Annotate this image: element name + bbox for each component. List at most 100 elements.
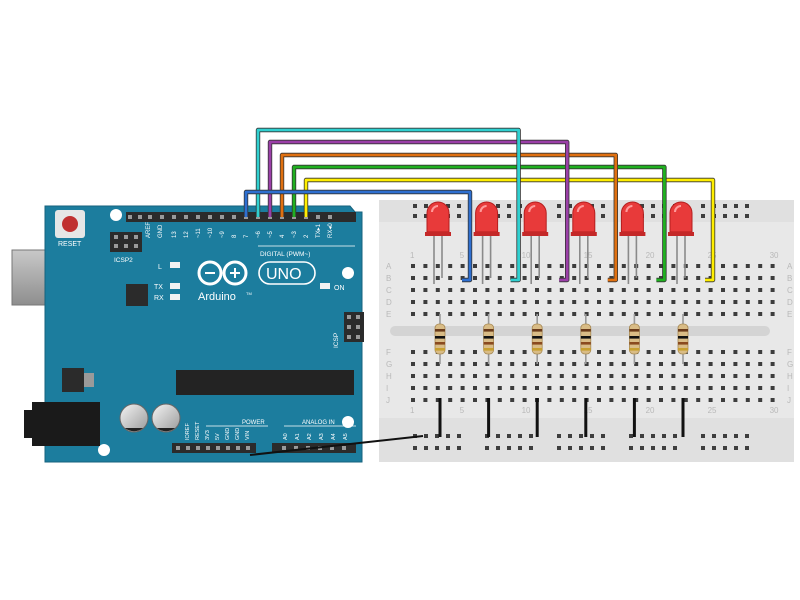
breadboard-hole[interactable] bbox=[572, 350, 577, 354]
breadboard-hole[interactable] bbox=[457, 446, 461, 450]
header-hole[interactable] bbox=[186, 446, 190, 450]
breadboard-hole[interactable] bbox=[507, 204, 511, 208]
breadboard-hole[interactable] bbox=[522, 398, 527, 402]
breadboard-hole[interactable] bbox=[723, 214, 727, 218]
header-hole[interactable] bbox=[246, 446, 250, 450]
breadboard-hole[interactable] bbox=[457, 204, 461, 208]
breadboard-hole[interactable] bbox=[460, 350, 465, 354]
breadboard-hole[interactable] bbox=[529, 434, 533, 438]
breadboard-hole[interactable] bbox=[411, 276, 415, 280]
breadboard-hole[interactable] bbox=[745, 264, 750, 268]
breadboard-hole[interactable] bbox=[597, 300, 601, 304]
breadboard-hole[interactable] bbox=[621, 386, 626, 390]
breadboard-hole[interactable] bbox=[770, 276, 775, 280]
breadboard-hole[interactable] bbox=[723, 434, 727, 438]
breadboard-hole[interactable] bbox=[634, 300, 639, 304]
breadboard-hole[interactable] bbox=[448, 398, 453, 402]
breadboard-hole[interactable] bbox=[696, 374, 701, 378]
breadboard-hole[interactable] bbox=[745, 214, 749, 218]
breadboard-hole[interactable] bbox=[671, 350, 676, 354]
breadboard-hole[interactable] bbox=[435, 374, 440, 378]
breadboard-hole[interactable] bbox=[497, 398, 502, 402]
breadboard-hole[interactable] bbox=[547, 362, 552, 366]
breadboard-hole[interactable] bbox=[609, 312, 614, 316]
header-hole[interactable] bbox=[160, 215, 164, 219]
breadboard-hole[interactable] bbox=[590, 434, 594, 438]
breadboard-hole[interactable] bbox=[473, 288, 477, 292]
breadboard-hole[interactable] bbox=[507, 446, 511, 450]
breadboard-hole[interactable] bbox=[745, 374, 750, 378]
breadboard-hole[interactable] bbox=[435, 362, 440, 366]
breadboard-hole[interactable] bbox=[423, 276, 428, 280]
breadboard-hole[interactable] bbox=[646, 276, 651, 280]
breadboard-hole[interactable] bbox=[535, 276, 539, 280]
breadboard-hole[interactable] bbox=[424, 434, 428, 438]
breadboard-hole[interactable] bbox=[446, 434, 450, 438]
breadboard-hole[interactable] bbox=[770, 264, 775, 268]
breadboard-hole[interactable] bbox=[435, 264, 440, 268]
header-hole[interactable] bbox=[316, 215, 320, 219]
breadboard-hole[interactable] bbox=[733, 312, 738, 316]
breadboard-hole[interactable] bbox=[572, 386, 577, 390]
breadboard-hole[interactable] bbox=[572, 362, 577, 366]
breadboard-hole[interactable] bbox=[435, 398, 440, 402]
breadboard-hole[interactable] bbox=[609, 300, 614, 304]
header-hole[interactable] bbox=[282, 446, 286, 450]
breadboard-hole[interactable] bbox=[683, 288, 688, 292]
breadboard-hole[interactable] bbox=[629, 446, 633, 450]
breadboard-hole[interactable] bbox=[671, 398, 676, 402]
breadboard-hole[interactable] bbox=[547, 264, 552, 268]
breadboard-hole[interactable] bbox=[733, 288, 738, 292]
breadboard-hole[interactable] bbox=[609, 350, 614, 354]
breadboard-hole[interactable] bbox=[547, 350, 552, 354]
breadboard-hole[interactable] bbox=[547, 398, 552, 402]
breadboard-hole[interactable] bbox=[734, 204, 738, 208]
breadboard-hole[interactable] bbox=[448, 362, 453, 366]
breadboard-hole[interactable] bbox=[411, 386, 415, 390]
breadboard-hole[interactable] bbox=[733, 362, 738, 366]
breadboard-hole[interactable] bbox=[510, 312, 515, 316]
breadboard-hole[interactable] bbox=[721, 350, 725, 354]
breadboard-hole[interactable] bbox=[559, 374, 564, 378]
header-hole[interactable] bbox=[172, 215, 176, 219]
breadboard-hole[interactable] bbox=[701, 204, 705, 208]
breadboard-hole[interactable] bbox=[435, 434, 439, 438]
breadboard-hole[interactable] bbox=[423, 288, 428, 292]
breadboard-hole[interactable] bbox=[659, 264, 663, 268]
breadboard-hole[interactable] bbox=[651, 446, 655, 450]
header-hole[interactable] bbox=[196, 446, 200, 450]
breadboard-hole[interactable] bbox=[411, 300, 415, 304]
breadboard-hole[interactable] bbox=[559, 398, 564, 402]
breadboard-hole[interactable] bbox=[568, 434, 572, 438]
breadboard-hole[interactable] bbox=[671, 374, 676, 378]
breadboard-hole[interactable] bbox=[621, 350, 626, 354]
breadboard-hole[interactable] bbox=[770, 312, 775, 316]
breadboard-hole[interactable] bbox=[721, 362, 725, 366]
breadboard-hole[interactable] bbox=[597, 374, 601, 378]
breadboard-hole[interactable] bbox=[659, 386, 663, 390]
breadboard-hole[interactable] bbox=[448, 288, 453, 292]
breadboard-hole[interactable] bbox=[522, 362, 527, 366]
breadboard-hole[interactable] bbox=[721, 398, 725, 402]
breadboard-hole[interactable] bbox=[460, 264, 465, 268]
header-hole[interactable] bbox=[148, 215, 152, 219]
breadboard-hole[interactable] bbox=[621, 312, 626, 316]
breadboard-hole[interactable] bbox=[733, 374, 738, 378]
breadboard-hole[interactable] bbox=[758, 386, 763, 390]
breadboard-hole[interactable] bbox=[446, 204, 450, 208]
breadboard-hole[interactable] bbox=[640, 204, 644, 208]
breadboard-hole[interactable] bbox=[721, 312, 725, 316]
breadboard-hole[interactable] bbox=[529, 446, 533, 450]
breadboard-hole[interactable] bbox=[651, 434, 655, 438]
breadboard-hole[interactable] bbox=[572, 300, 577, 304]
header-hole[interactable] bbox=[330, 446, 334, 450]
breadboard-hole[interactable] bbox=[568, 204, 572, 208]
breadboard-hole[interactable] bbox=[446, 446, 450, 450]
breadboard-hole[interactable] bbox=[584, 264, 589, 268]
breadboard-hole[interactable] bbox=[745, 288, 750, 292]
breadboard-hole[interactable] bbox=[708, 312, 713, 316]
breadboard-hole[interactable] bbox=[473, 374, 477, 378]
breadboard-hole[interactable] bbox=[584, 300, 589, 304]
breadboard-hole[interactable] bbox=[659, 374, 663, 378]
breadboard-hole[interactable] bbox=[535, 374, 539, 378]
